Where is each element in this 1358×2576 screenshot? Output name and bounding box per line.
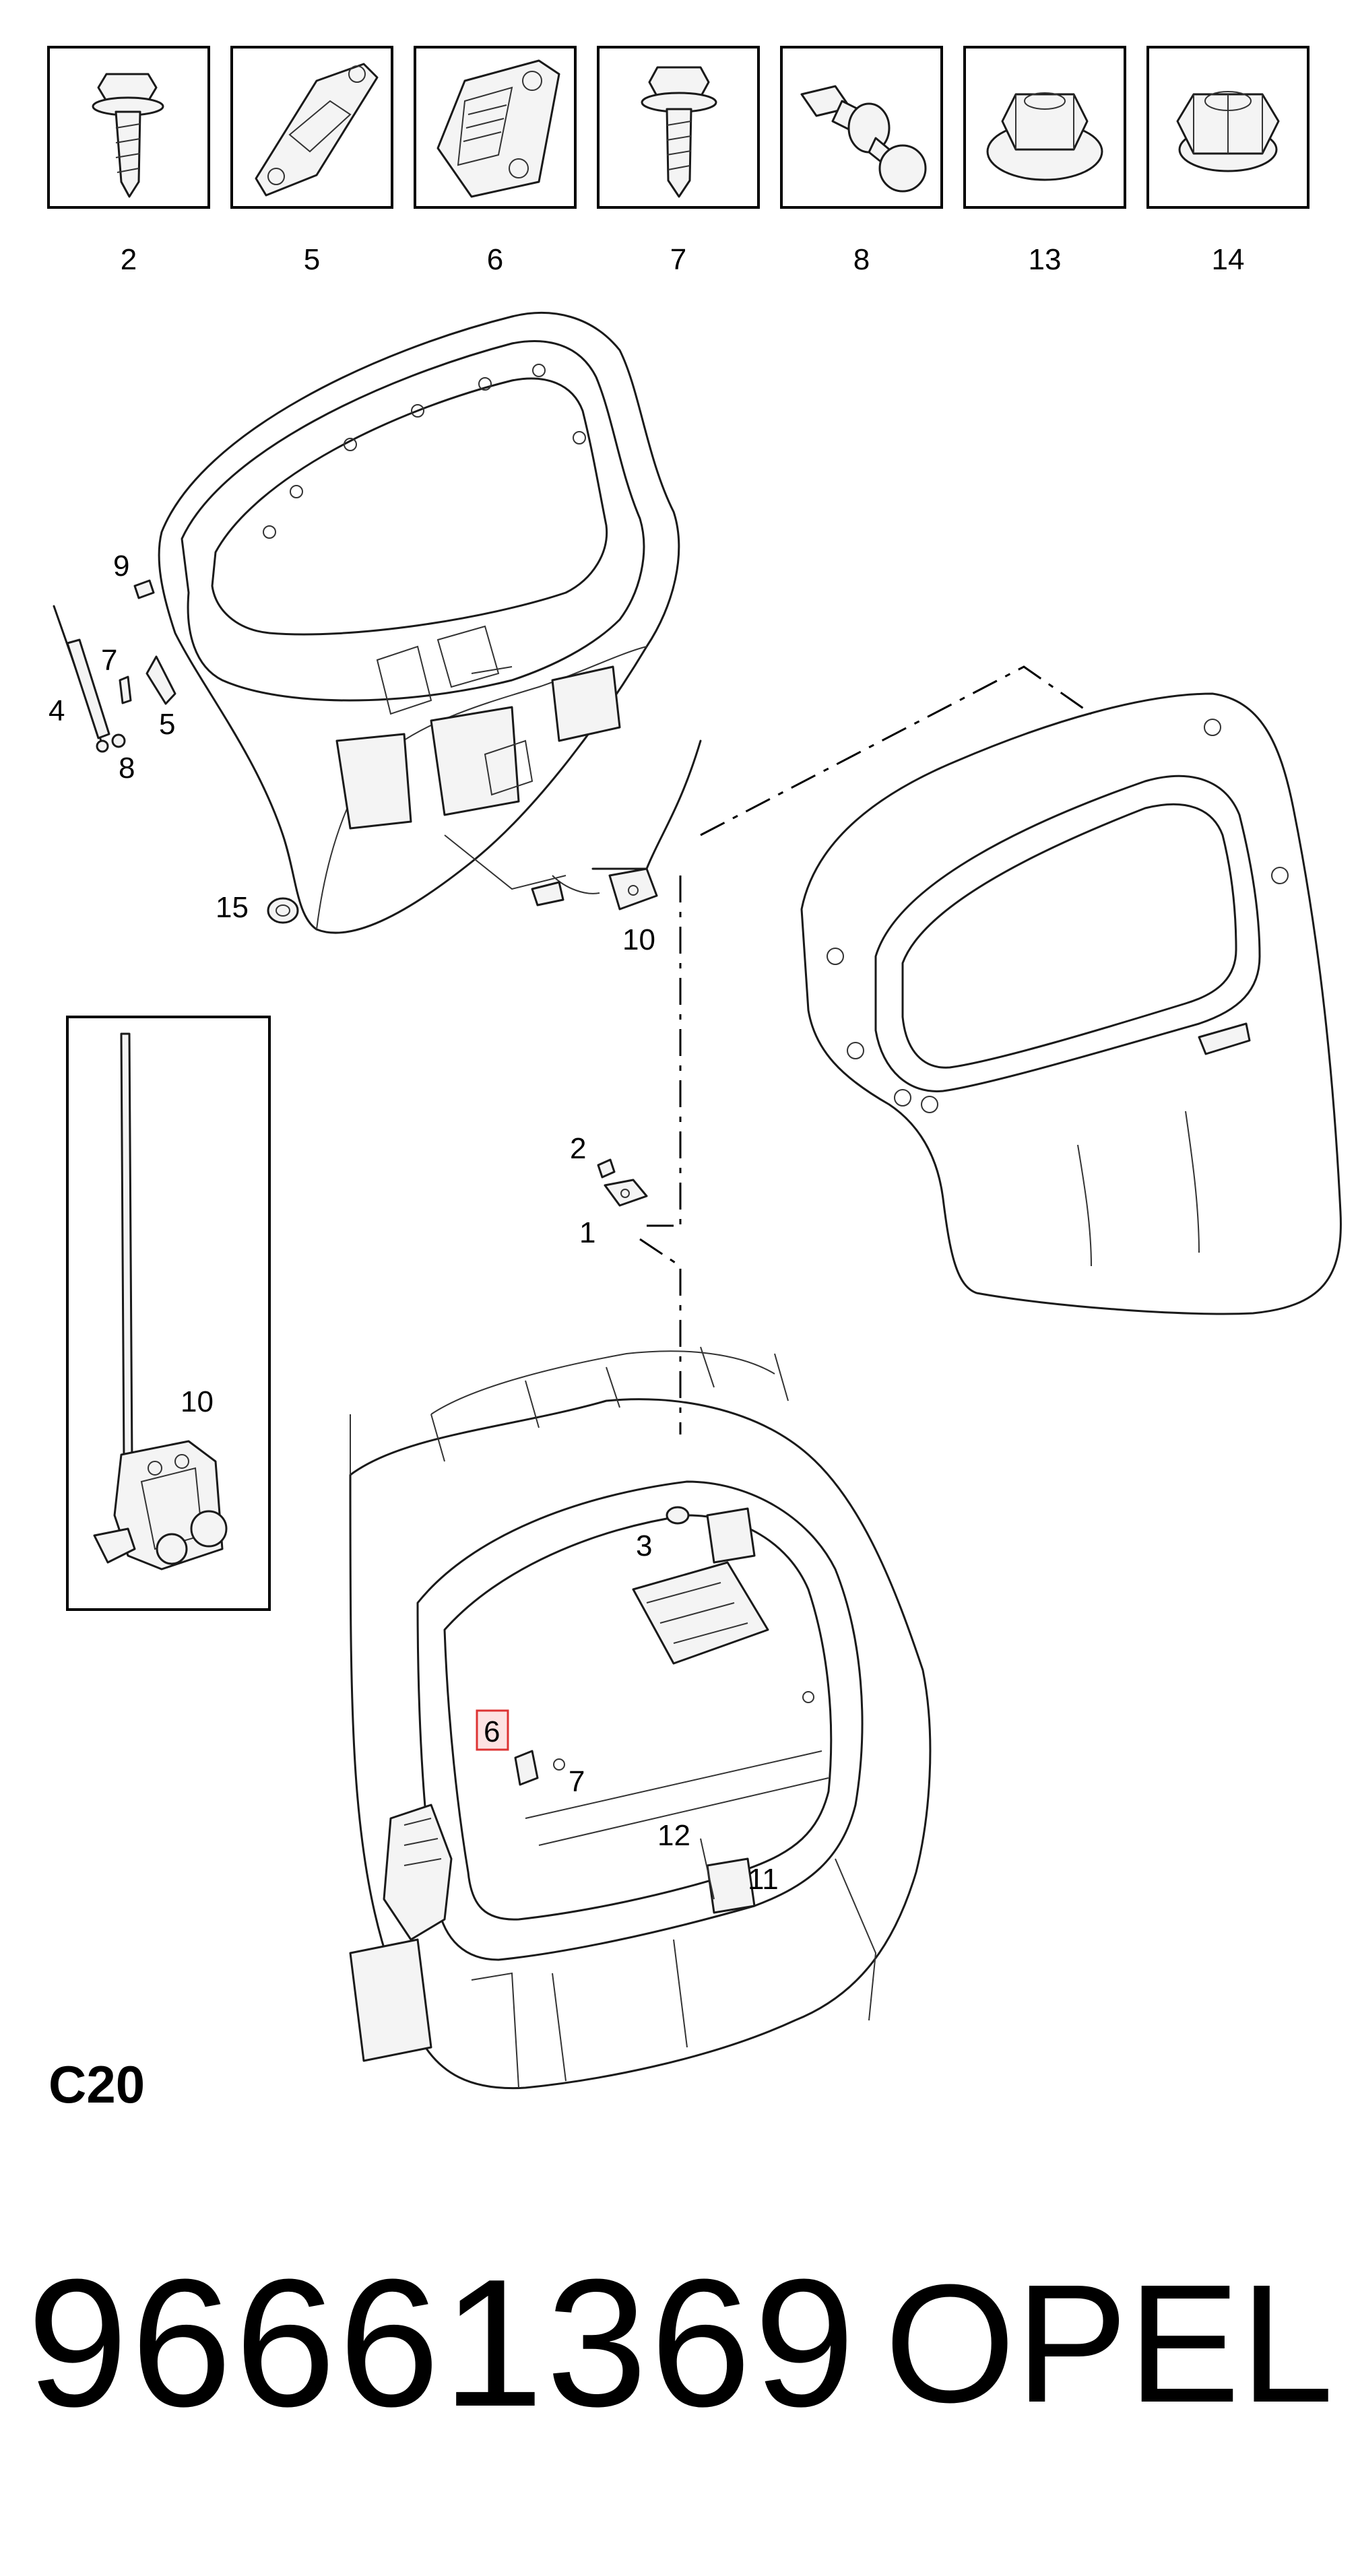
legend-label-6: 6	[487, 243, 503, 276]
callout-1: 1	[579, 1216, 595, 1249]
bolt-2	[597, 1158, 616, 1179]
tailgate-outer-panel	[800, 692, 1342, 1315]
bracket-5-small	[146, 655, 176, 705]
callout-10b: 10	[181, 1385, 214, 1418]
bumper-15	[267, 897, 299, 924]
callout-5: 5	[159, 708, 175, 741]
callout-4: 4	[48, 694, 65, 727]
ball-stud-icon	[800, 85, 927, 193]
legend-item-14[interactable]: 14	[1146, 46, 1310, 276]
callout-9: 9	[113, 550, 129, 583]
legend-label-2: 2	[121, 243, 137, 276]
striker-plate-icon	[437, 59, 560, 198]
callout-8: 8	[119, 752, 135, 785]
hex-nut-icon	[1176, 91, 1280, 172]
footer: 96661369 OPEL	[0, 2243, 1358, 2445]
ball-stud-8-small	[111, 733, 126, 748]
callout-6-highlight	[476, 1709, 509, 1751]
legend-label-5: 5	[304, 243, 320, 276]
bracket-plate-icon	[255, 63, 379, 197]
parts-legend: 2 5 6	[47, 46, 1310, 276]
callout-7a: 7	[101, 644, 117, 677]
legend-item-7[interactable]: 7	[597, 46, 760, 276]
section-code: C20	[48, 2055, 146, 2114]
callout-15: 15	[216, 891, 249, 924]
legend-label-13: 13	[1029, 243, 1062, 276]
callout-12: 12	[657, 1819, 690, 1852]
legend-item-6[interactable]: 6	[414, 46, 577, 276]
bolt-9	[133, 579, 155, 599]
callout-11: 11	[748, 1863, 779, 1896]
tailgate-latch-10	[531, 739, 702, 911]
bolt-7-small	[119, 675, 132, 704]
flange-nut-icon	[986, 92, 1103, 181]
legend-label-8: 8	[853, 243, 870, 276]
callout-10a: 10	[622, 923, 655, 956]
flange-bolt-icon	[92, 73, 164, 198]
brand-name: OPEL	[884, 2249, 1334, 2437]
gas-strut	[53, 605, 110, 753]
striker-1	[604, 1179, 648, 1207]
legend-item-2[interactable]: 2	[47, 46, 210, 276]
legend-item-8[interactable]: 8	[780, 46, 943, 276]
callout-2: 2	[570, 1132, 586, 1165]
callout-6: 6	[484, 1715, 500, 1748]
legend-label-7: 7	[670, 243, 686, 276]
car-rear-body	[349, 1346, 932, 2090]
latch-inset	[66, 1016, 271, 1611]
flange-bolt-icon	[641, 66, 717, 198]
tailgate-inner-panel	[158, 312, 680, 934]
legend-label-14: 14	[1212, 243, 1245, 276]
part-number: 96661369	[27, 2242, 858, 2445]
callout-3: 3	[636, 1529, 652, 1562]
callout-labels: 9 4 7 5 8 15 10 2 1 10 3 6 7 12 11	[48, 550, 779, 1896]
legend-item-13[interactable]: 13	[963, 46, 1126, 276]
leader-lines	[639, 665, 1092, 1434]
legend-item-5[interactable]: 5	[230, 46, 393, 276]
callout-7b: 7	[569, 1765, 585, 1798]
